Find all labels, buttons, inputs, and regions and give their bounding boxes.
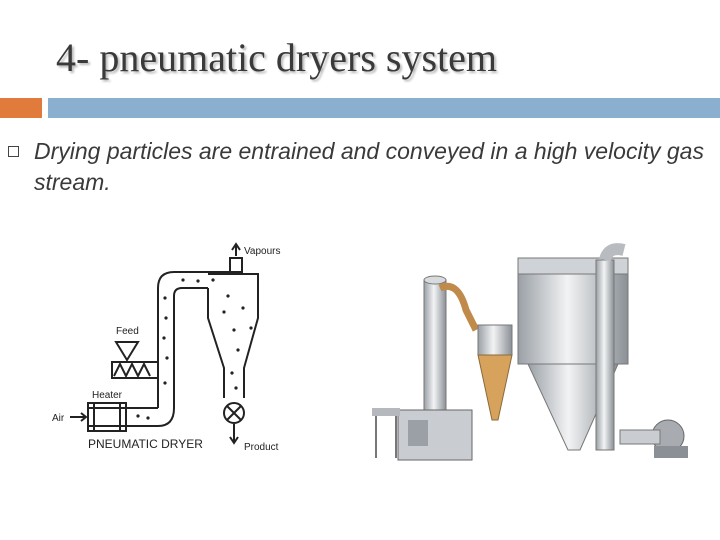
- pneumatic-dryer-photo: [372, 243, 688, 461]
- pneumatic-dryer-diagram: Vapours Feed Heater Air Product PNEUMATI…: [52, 242, 281, 453]
- accent-bar-orange: [0, 98, 42, 118]
- label-air: Air: [52, 413, 65, 424]
- bullet-square-icon: [8, 146, 19, 157]
- bullet-text: Drying particles are entrained and conve…: [34, 138, 704, 195]
- label-feed: Feed: [116, 326, 139, 337]
- label-product: Product: [244, 442, 279, 453]
- label-heater: Heater: [92, 390, 123, 401]
- slide-title: 4- pneumatic dryers system: [56, 35, 497, 80]
- accent-bar-blue: [48, 98, 720, 118]
- label-vapours: Vapours: [244, 246, 281, 257]
- diagram-caption: PNEUMATIC DRYER: [88, 437, 203, 451]
